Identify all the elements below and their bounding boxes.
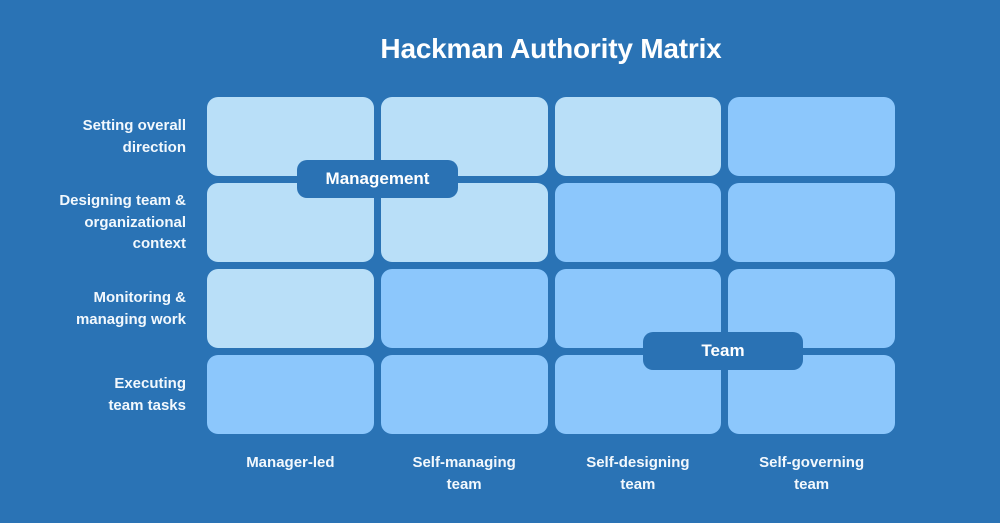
page-title: Hackman Authority Matrix [380, 33, 722, 64]
column-label-manager-led: Manager-led [246, 454, 335, 471]
row-label-designing-team-organizational-context: Designing team & organizational context [59, 192, 186, 253]
row-label-setting-overall-direction: Setting overall direction [82, 117, 186, 156]
matrix-cell [207, 355, 374, 434]
matrix-cell [380, 269, 548, 348]
matrix-cell [554, 183, 722, 262]
row-label-executing-team-tasks: Executing team tasks [108, 375, 186, 414]
authority-matrix-grid [207, 97, 895, 434]
column-label-self-designing-team: Self-designing team [586, 454, 690, 493]
team-badge: Team [643, 332, 803, 370]
matrix-cell [728, 183, 895, 262]
column-labels: Manager-led Self-managing team Self-desi… [207, 452, 895, 496]
matrix-cell [728, 97, 895, 176]
management-badge: Management [297, 160, 458, 198]
column-label-self-managing-team: Self-managing team [412, 454, 516, 493]
row-label-monitoring-managing-work: Monitoring & managing work [75, 289, 186, 328]
matrix-cell [380, 355, 548, 434]
column-label-self-governing-team: Self-governing team [759, 454, 865, 493]
matrix-cell [207, 269, 374, 348]
matrix-cell [554, 97, 722, 176]
